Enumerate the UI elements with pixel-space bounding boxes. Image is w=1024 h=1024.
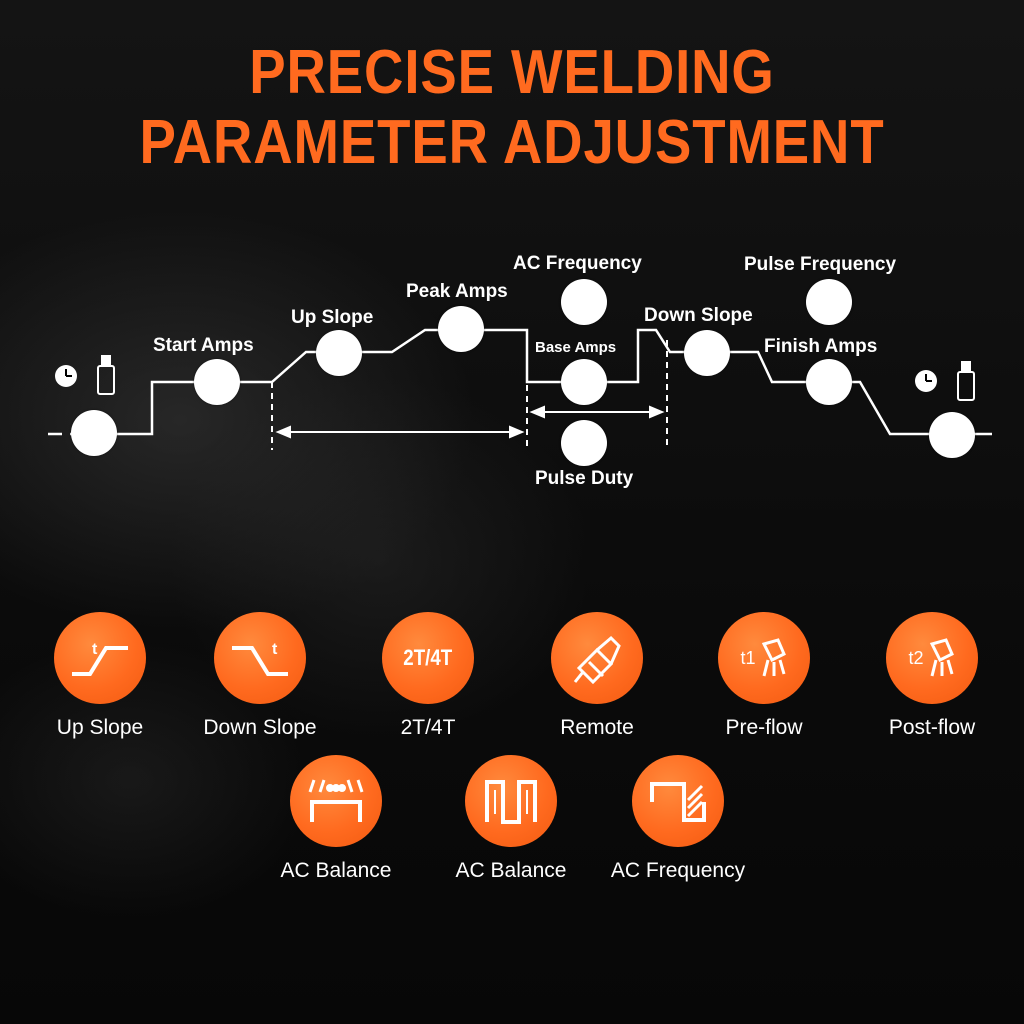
pre-flow-icon: t1 [718,612,810,704]
pre-flow-knob [71,410,117,456]
gas-cylinder-icon [97,355,115,395]
label-down-slope: Down Slope [644,305,753,326]
pulse-duty-knob [561,420,607,466]
up-slope-icon: t [54,612,146,704]
feature-up-slope: t Up Slope [0,612,200,740]
feature-label: Pre-flow [725,716,803,739]
start-amps-knob [194,359,240,405]
ac-frequency-knob [561,279,607,325]
remote-icon [551,612,643,704]
feature-post-flow: t2 Post-flow [832,612,1024,740]
2t-4t-icon: 2T/4T [382,612,474,704]
svg-text:t: t [272,641,278,658]
feature-label: Down Slope [203,716,317,739]
feature-ac-frequency: AC Frequency [578,755,778,883]
feature-down-slope: t Down Slope [160,612,360,740]
down-slope-icon: t [214,612,306,704]
label-up-slope: Up Slope [291,307,374,328]
feature-pre-flow: t1 Pre-flow [664,612,864,740]
pre-flow-glyph: t1 [740,647,756,668]
ac-balance-icon [290,755,382,847]
feature-label: AC Balance [455,859,567,882]
up-slope-knob [316,330,362,376]
down-slope-knob [684,330,730,376]
feature-2t-4t: 2T/4T 2T/4T [328,612,528,740]
feature-ac-balance: AC Balance [236,755,436,883]
pulse-frequency-knob [806,279,852,325]
post-flow-glyph: t2 [908,647,924,668]
clock-icon [915,370,937,392]
feature-ac-balance-wave: AC Balance [411,755,611,883]
feature-label: 2T/4T [400,716,456,739]
label-start-amps: Start Amps [153,335,254,356]
ac-balance-wave-icon [465,755,557,847]
label-pulse-duty: Pulse Duty [535,468,634,489]
feature-label: AC Frequency [610,859,746,882]
feature-label: AC Balance [280,859,392,882]
feature-remote: Remote [497,612,697,740]
finish-amps-knob [806,359,852,405]
post-flow-icon: t2 [886,612,978,704]
label-finish-amps: Finish Amps [764,336,878,357]
label-base-amps: Base Amps [535,339,617,356]
peak-amps-knob [438,306,484,352]
gas-cylinder-icon [957,361,975,401]
duration-arrows [275,405,665,439]
feature-label: Post-flow [888,716,976,739]
ac-frequency-icon [632,755,724,847]
label-pulse-frequency: Pulse Frequency [744,254,897,275]
label-ac-frequency: AC Frequency [513,253,642,274]
feature-label: Up Slope [56,716,144,739]
base-amps-knob [561,359,607,405]
title-line-1: PRECISE WELDING [249,38,775,107]
feature-label: Remote [560,716,634,739]
page-title: PRECISE WELDING PARAMETER ADJUSTMENT [61,38,962,178]
title-line-2: PARAMETER ADJUSTMENT [139,108,885,177]
post-flow-knob [929,412,975,458]
timing-markers [271,330,668,450]
2t-4t-glyph: 2T/4T [403,645,453,670]
clock-icon [55,365,77,387]
label-peak-amps: Peak Amps [406,281,508,302]
svg-text:t: t [92,641,98,658]
